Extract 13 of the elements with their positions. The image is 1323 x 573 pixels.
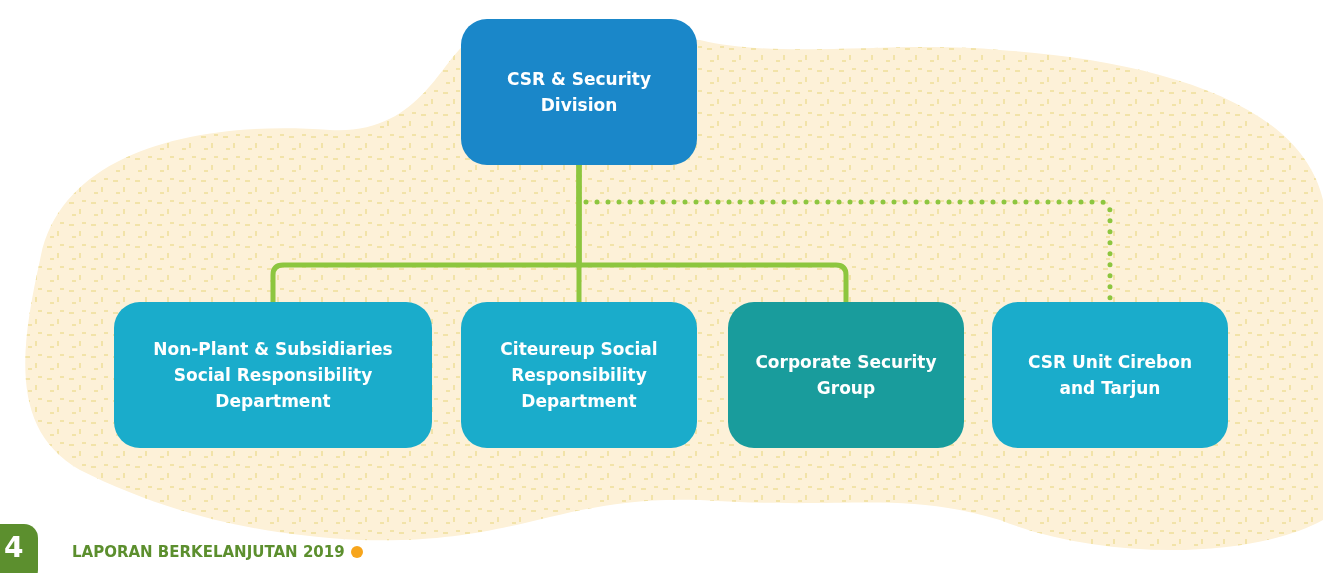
division-box [461, 19, 697, 165]
department-box [461, 302, 697, 448]
department-box [992, 302, 1228, 448]
report-title: LAPORAN BERKELANJUTAN 2019 [72, 543, 345, 561]
connector-line [576, 165, 849, 302]
box-label: Non-Plant & Subsidiaries Social Responsibility Department [152, 338, 394, 413]
department-box [728, 302, 964, 448]
box-label: Corporate Security Group [754, 351, 938, 400]
box-label: CSR & Security Division [505, 68, 653, 117]
department-box [114, 302, 432, 448]
page-number: 4 [4, 531, 24, 564]
box-label: Citeureup Social Responsibility Department [499, 338, 659, 413]
box-label: CSR Unit Cirebon and Tarjun [1027, 351, 1193, 400]
